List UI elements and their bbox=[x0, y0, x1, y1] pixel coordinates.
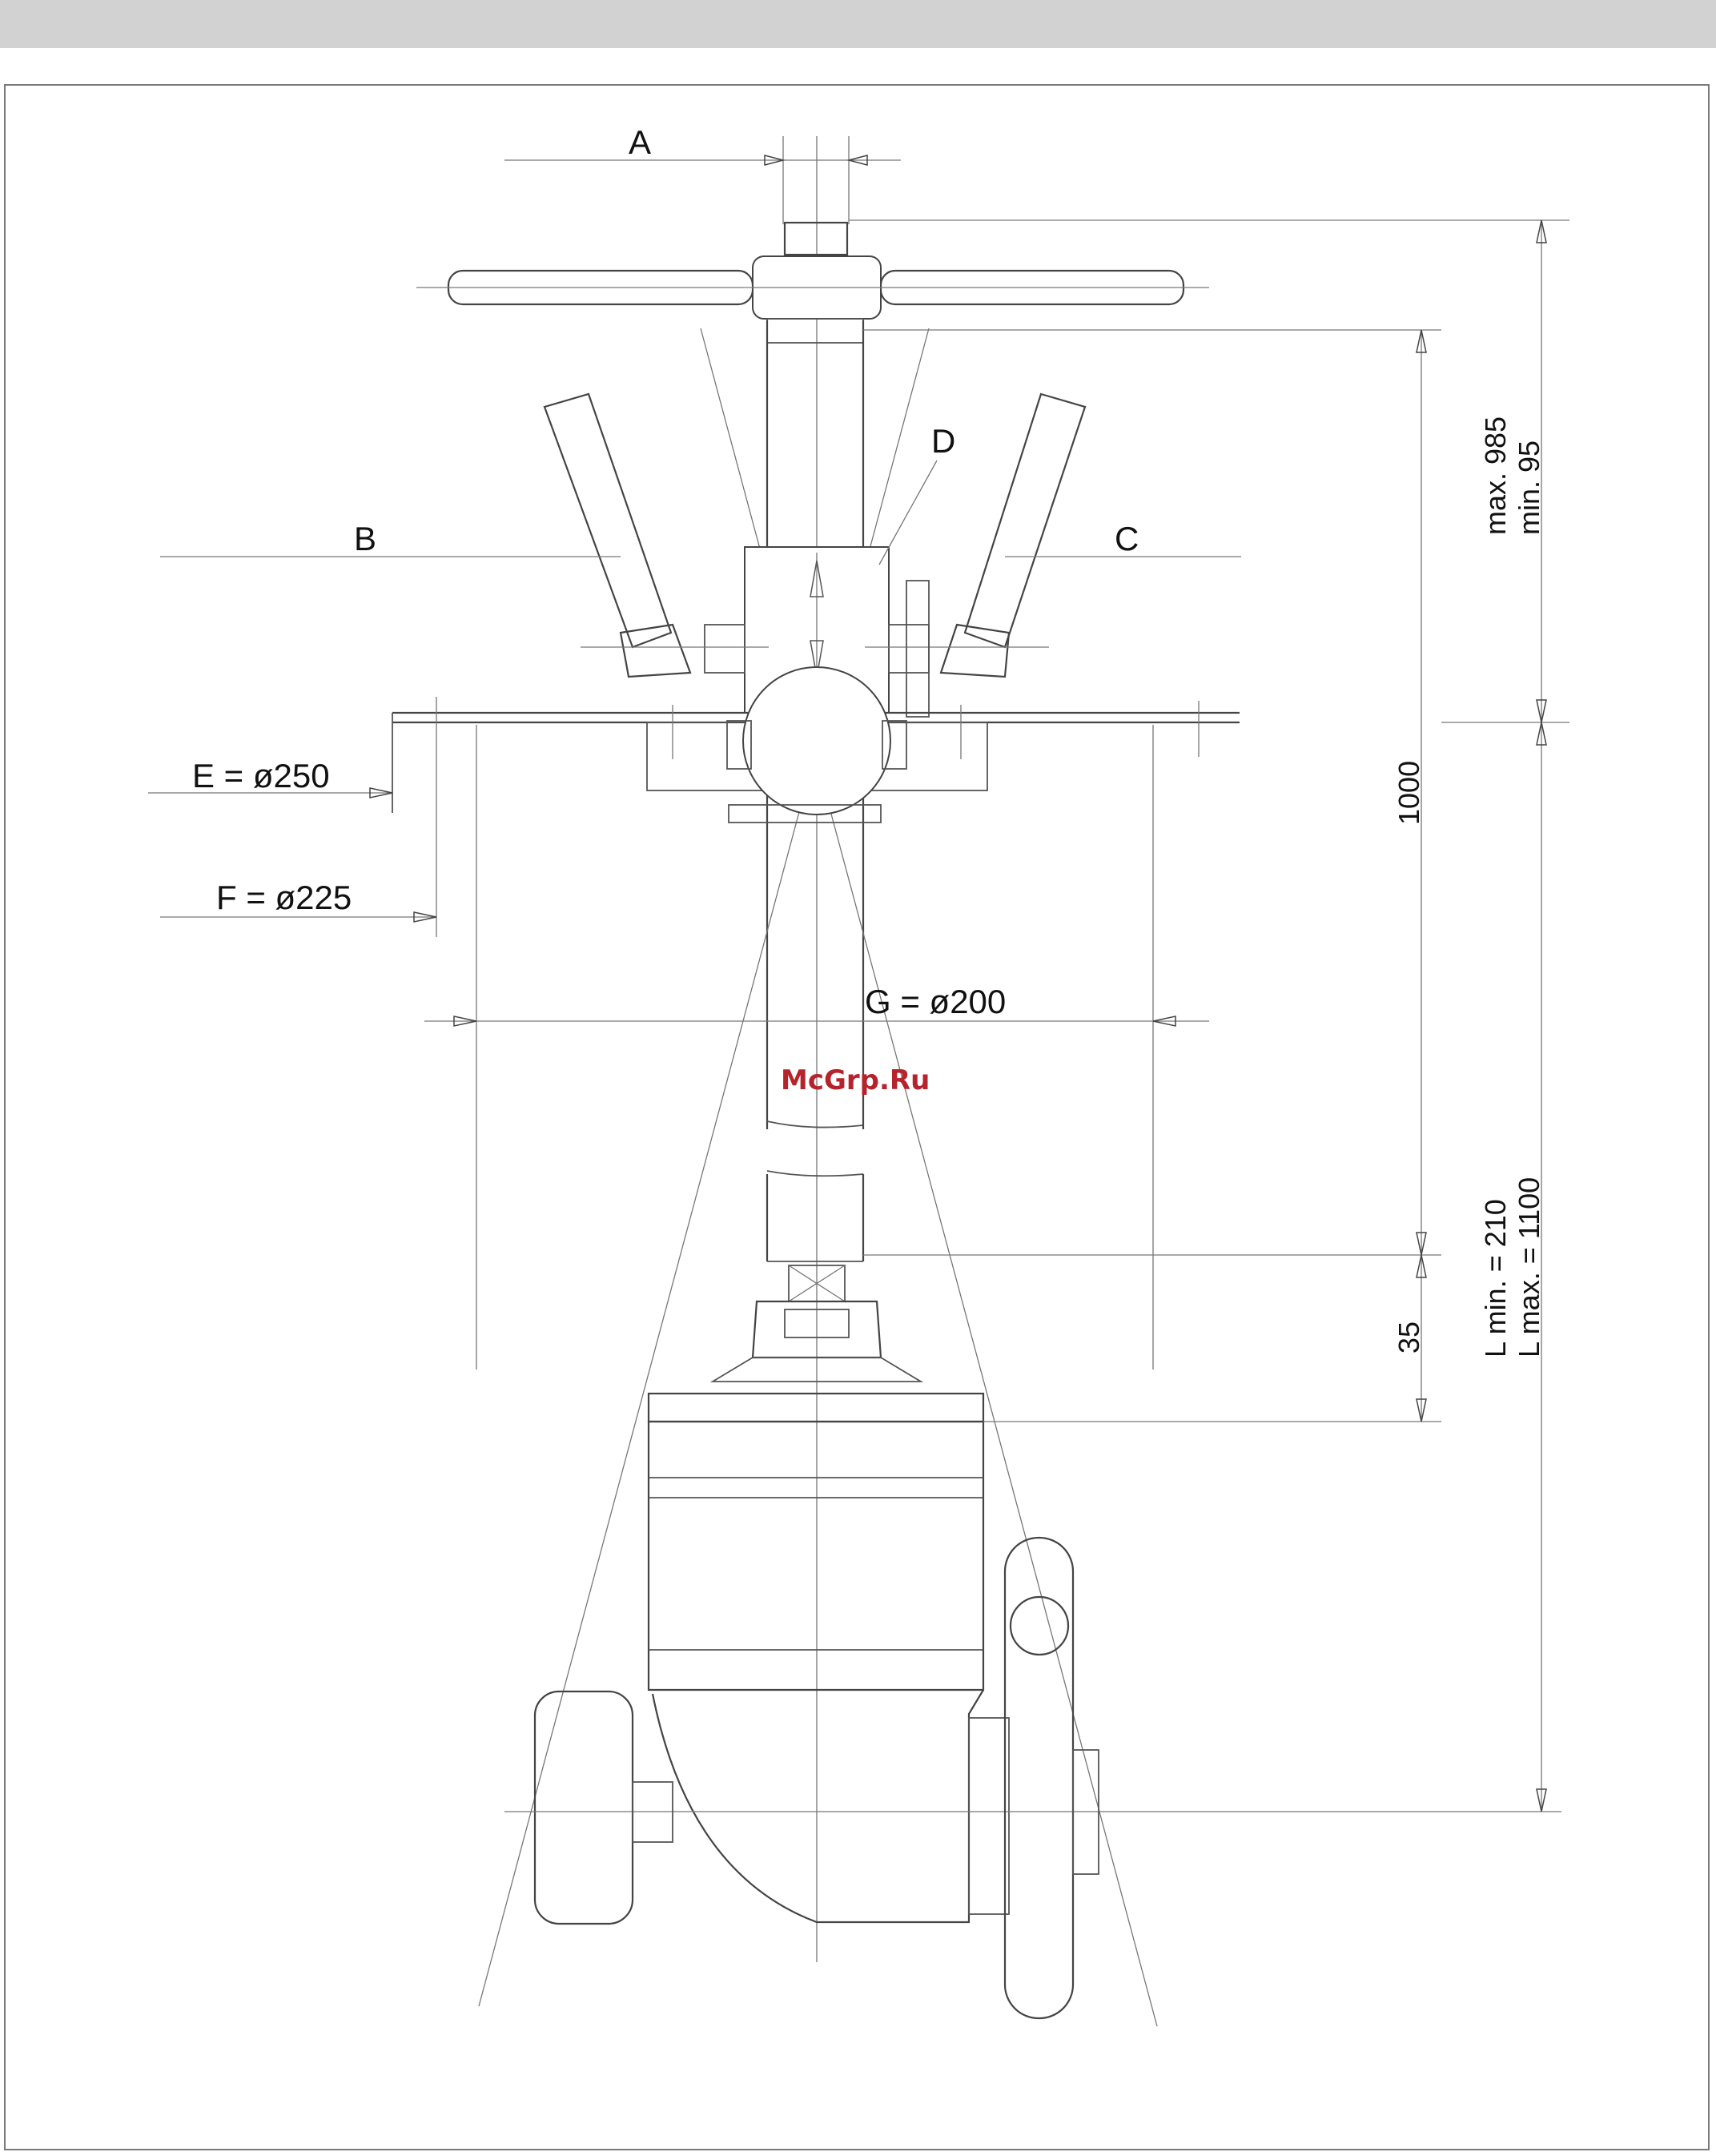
dim-1000: 1000 bbox=[1392, 761, 1425, 825]
lower-coupling bbox=[649, 1265, 983, 1422]
label-c: C bbox=[1115, 520, 1139, 557]
dim-35: 35 bbox=[1392, 1321, 1425, 1354]
label-b: B bbox=[354, 520, 376, 557]
leader-d bbox=[879, 461, 937, 565]
label-a: A bbox=[629, 123, 651, 161]
label-d: D bbox=[931, 422, 955, 460]
handwheel bbox=[416, 223, 1209, 343]
label-e: E = ø250 bbox=[192, 757, 330, 794]
dim-lmin: L min. = 210 bbox=[1479, 1199, 1512, 1358]
lever-c bbox=[941, 394, 1085, 677]
actuator-body bbox=[649, 1422, 1009, 1922]
watermark: McGrp.Ru bbox=[781, 1064, 930, 1096]
lever-b bbox=[545, 394, 690, 677]
mounting-plate bbox=[392, 667, 1240, 1370]
dim-max: max. 985 bbox=[1479, 416, 1512, 535]
dim-lmax: L max. = 1100 bbox=[1513, 1177, 1545, 1358]
dim-a bbox=[504, 136, 901, 224]
handwheel-side bbox=[504, 1538, 1561, 2018]
label-f: F = ø225 bbox=[216, 879, 352, 916]
dim-min: min. 95 bbox=[1513, 440, 1545, 535]
label-g: G = ø200 bbox=[865, 983, 1006, 1020]
